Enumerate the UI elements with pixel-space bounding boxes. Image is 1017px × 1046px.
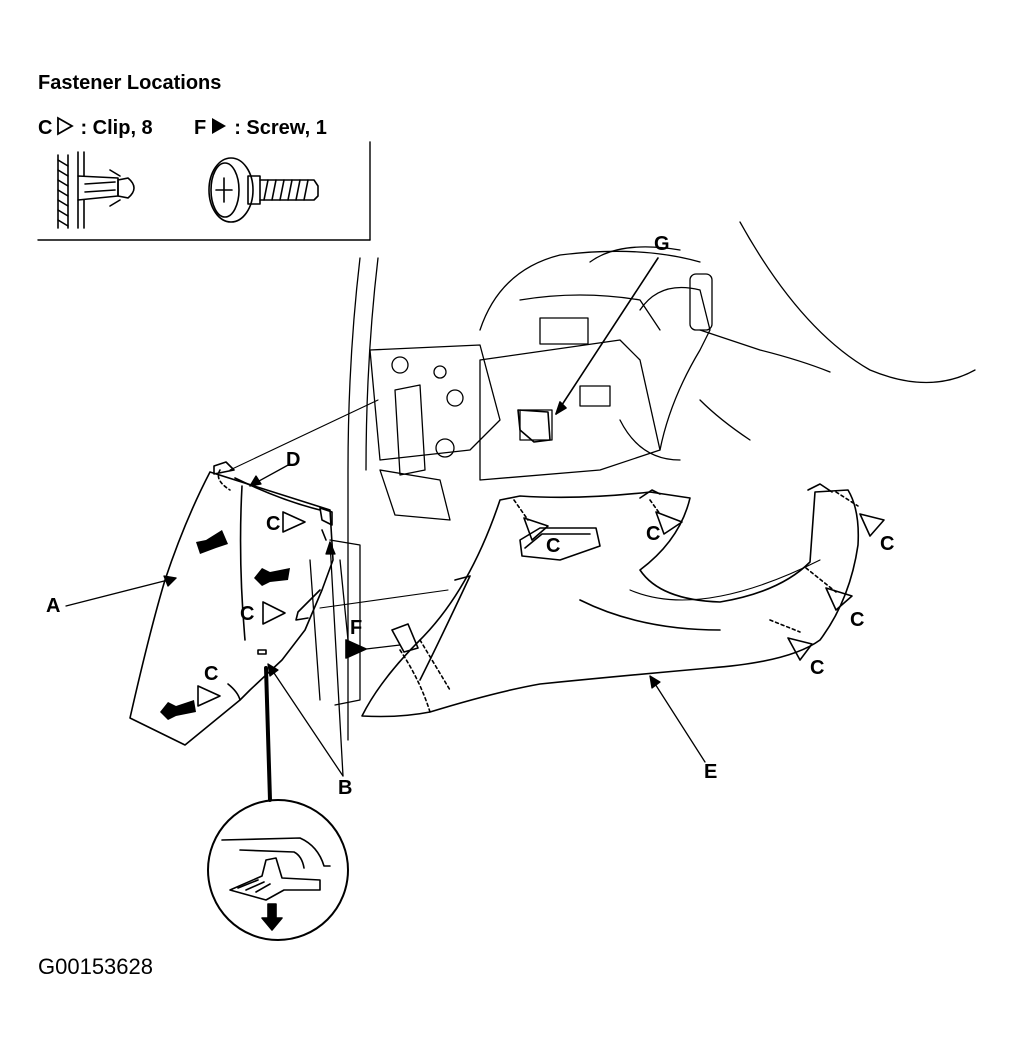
callout-d: D	[286, 449, 301, 471]
dashboard-structure	[309, 221, 976, 741]
legend-box	[37, 141, 371, 241]
screw-legend-text: : Screw, 1	[234, 117, 327, 139]
clip-legend-letter: C	[38, 117, 53, 139]
clip-legend-text: : Clip, 8	[80, 117, 153, 139]
callout-b: B	[338, 777, 353, 799]
clip-marker	[282, 511, 306, 533]
figure-id: G00153628	[38, 954, 153, 979]
panel-e	[361, 483, 860, 718]
clip-marker	[787, 637, 813, 661]
clip-marker	[825, 587, 853, 611]
callout-c: C	[850, 609, 865, 631]
callout-c: C	[646, 523, 661, 545]
detail-circle	[207, 666, 349, 941]
callout-c: C	[204, 663, 219, 685]
legend-clip: C : Clip, 8	[38, 116, 153, 140]
callout-e: E	[704, 761, 718, 783]
screw-illustration	[208, 157, 319, 223]
callout-f: F	[350, 617, 363, 639]
legend-title: Fastener Locations	[38, 72, 222, 94]
callout-a: A	[46, 595, 61, 617]
callout-c: C	[240, 603, 255, 625]
clip-marker	[859, 513, 885, 537]
removal-arrows	[160, 530, 290, 720]
leader-lines	[65, 463, 706, 777]
clip-marker	[262, 601, 286, 625]
legend-screw: F : Screw, 1	[194, 116, 327, 140]
screw-legend-letter: F	[194, 117, 207, 139]
clip-marker	[655, 511, 683, 535]
callout-c: C	[810, 657, 825, 679]
clip-marker	[197, 685, 221, 707]
clip-illustration	[57, 151, 135, 229]
panel-a	[129, 399, 449, 746]
callout-c: C	[546, 535, 561, 557]
callout-c: C	[880, 533, 895, 555]
callout-c: C	[266, 513, 281, 535]
callout-g: G	[654, 233, 670, 255]
clip-triangle-icon	[57, 116, 75, 136]
clip-marker	[523, 517, 549, 541]
screw-triangle-icon	[212, 118, 227, 134]
connector-g	[517, 257, 659, 443]
screw-marker	[345, 639, 367, 659]
clip-markers	[197, 511, 885, 707]
